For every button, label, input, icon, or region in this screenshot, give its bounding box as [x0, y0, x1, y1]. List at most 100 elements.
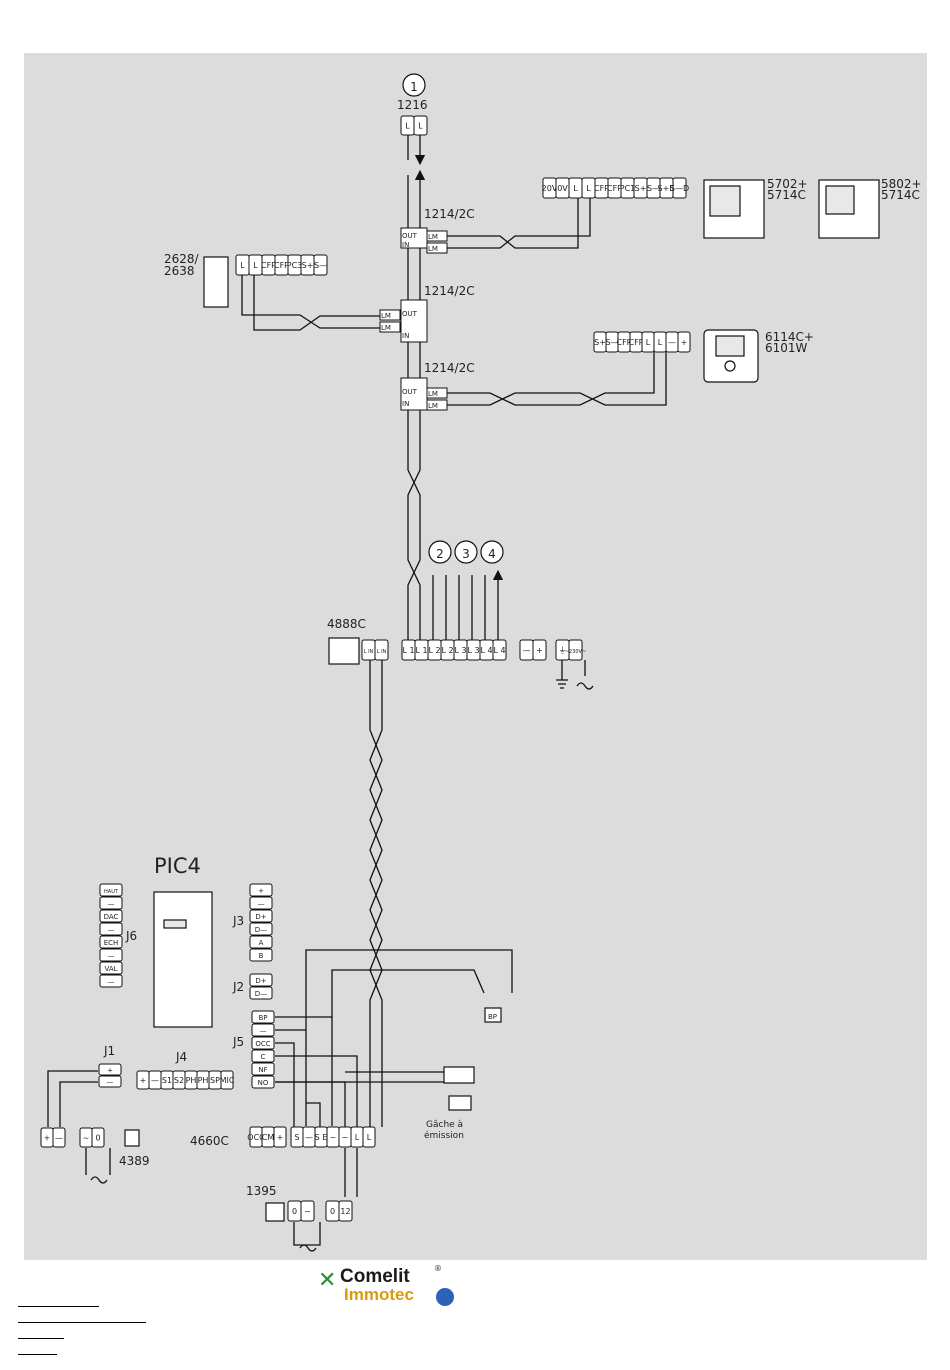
terminal-6114-label-6: —	[668, 338, 676, 347]
terminal-4660-label-0: OCC	[247, 1133, 265, 1142]
label-j2: J2	[232, 980, 244, 994]
terminal-4660-box-2	[273, 1126, 287, 1148]
terminal-j6-box-4	[99, 935, 123, 949]
circled-number-4: 4	[480, 540, 504, 564]
ref-1214-a: 1214/2C	[424, 207, 475, 221]
terminal-1395-box-3	[338, 1200, 353, 1222]
svg-text:2: 2	[436, 547, 444, 561]
terminal-4389-label-0: +	[44, 1134, 51, 1143]
terminal-j6-label-5: —	[108, 952, 115, 960]
terminal-4660-label-5: S E	[315, 1133, 328, 1142]
ref-2638: 2638	[164, 264, 195, 278]
terminal-j6-box-7	[99, 974, 123, 988]
ref-4888: 4888C	[327, 617, 366, 631]
terminal-1216-label-0: L	[405, 122, 410, 131]
terminal-j4-box-7	[220, 1070, 234, 1090]
label-j3: J3	[232, 914, 244, 928]
ref-5802: 5802+	[881, 177, 922, 191]
terminal-j2-box-0	[249, 973, 273, 987]
terminal-5702-label-4: CFP	[594, 184, 609, 193]
terminal-j6-label-0: HAUT	[104, 889, 119, 895]
out-3: OUT	[402, 388, 418, 396]
terminal-j6-label-7: —	[108, 978, 115, 986]
terminal-6114-box-7	[677, 331, 691, 353]
label-j6: J6	[125, 929, 137, 943]
terminal-j6-box-5	[99, 948, 123, 962]
terminal-j5-box-3	[251, 1049, 275, 1063]
terminal-4888-label-0: L IN	[364, 649, 374, 655]
ref-1214-b: 1214/2C	[424, 284, 475, 298]
label-j5: J5	[232, 1035, 244, 1049]
terminal-4888-box-9	[492, 639, 507, 661]
label-j1: J1	[103, 1044, 115, 1058]
terminal-2628-label-5: S+	[302, 261, 314, 270]
terminal-j1-label-0: +	[107, 1067, 113, 1075]
ref-4389: 4389	[119, 1154, 150, 1168]
terminal-5702-label-6: PC1	[620, 184, 636, 193]
terminal-1216-box-1	[413, 115, 428, 136]
in-3: IN	[402, 400, 409, 408]
bp-button-icon	[484, 1007, 502, 1023]
terminal-4660-label-8: L	[355, 1133, 360, 1142]
terminal-j6-label-1: —	[108, 900, 115, 908]
footer-rule-3	[18, 1338, 64, 1339]
terminal-1395-label-2: 0	[330, 1207, 335, 1216]
terminal-j4-label-1: —	[151, 1076, 159, 1085]
circled-number-3: 3	[454, 540, 478, 564]
terminal-j6-box-1	[99, 896, 123, 910]
terminal-6114-label-0: S+	[594, 338, 606, 347]
out-2: OUT	[402, 310, 418, 318]
terminal-4389-box-1	[52, 1127, 66, 1148]
terminal-4389-label-1: —	[55, 1134, 63, 1143]
in-2: IN	[402, 332, 409, 340]
gache-line-2: émission	[424, 1130, 464, 1141]
terminal-j3-label-3: D—	[255, 926, 267, 934]
terminal-4888-label-10: —	[523, 646, 531, 655]
terminal-j3-box-0	[249, 883, 273, 897]
terminal-4389-label-2: ~	[83, 1134, 90, 1143]
ref-1216: 1216	[397, 98, 428, 112]
terminal-j2-box-1	[249, 986, 273, 1000]
terminal-4888-label-3: L 1	[415, 646, 427, 655]
terminal-j6-label-2: DAC	[104, 913, 119, 921]
terminal-4660-label-3: S	[294, 1133, 299, 1142]
terminal-j4-label-3: S2	[174, 1076, 184, 1085]
terminal-6114-label-7: +	[681, 338, 688, 347]
terminal-j1-box-0	[98, 1063, 122, 1076]
terminal-j3-box-2	[249, 909, 273, 923]
terminal-5702-label-1: 0V	[557, 184, 568, 193]
terminal-j6-box-6	[99, 961, 123, 975]
terminal-4888-label-13: ~230V~	[565, 649, 586, 655]
ref-5714-b: 5714C	[881, 188, 920, 202]
terminal-4660-label-1: CM	[262, 1133, 275, 1142]
terminal-j3-label-0: +	[258, 887, 264, 895]
terminal-j5-box-0	[251, 1010, 275, 1024]
ref-6114: 6114C+	[765, 330, 814, 344]
terminal-5702-label-9: S+D	[658, 184, 676, 193]
terminal-4389-label-3: 0	[95, 1134, 100, 1143]
terminal-j6-box-2	[99, 909, 123, 923]
terminal-2628-label-1: L	[253, 261, 258, 270]
lm-3a: LM	[428, 390, 438, 398]
terminal-j3-box-4	[249, 935, 273, 949]
footer-rule-4	[18, 1354, 57, 1355]
terminal-4888-box-1	[374, 639, 389, 661]
ref-1214-c: 1214/2C	[424, 361, 475, 375]
door-panel-pic4-icon	[153, 891, 213, 1028]
terminal-j3-label-5: B	[259, 952, 264, 960]
terminal-j2-label-0: D+	[255, 977, 266, 985]
svg-text:3: 3	[462, 547, 470, 561]
terminal-j4-label-4: PH	[186, 1076, 197, 1085]
terminal-j1-box-1	[98, 1075, 122, 1088]
terminal-4888-box-13	[568, 639, 583, 661]
gache-line-1: Gâche à	[426, 1120, 463, 1130]
terminal-j5-label-4: NF	[258, 1066, 267, 1074]
module-4888-icon	[328, 637, 360, 665]
terminal-4888-label-4: L 2	[428, 646, 440, 655]
terminal-4888-label-7: L 3	[467, 646, 479, 655]
ref-6101: 6101W	[765, 341, 808, 355]
terminal-j3-box-5	[249, 948, 273, 962]
terminal-6114-label-5: L	[658, 338, 663, 347]
terminal-j6-box-0	[99, 883, 123, 897]
